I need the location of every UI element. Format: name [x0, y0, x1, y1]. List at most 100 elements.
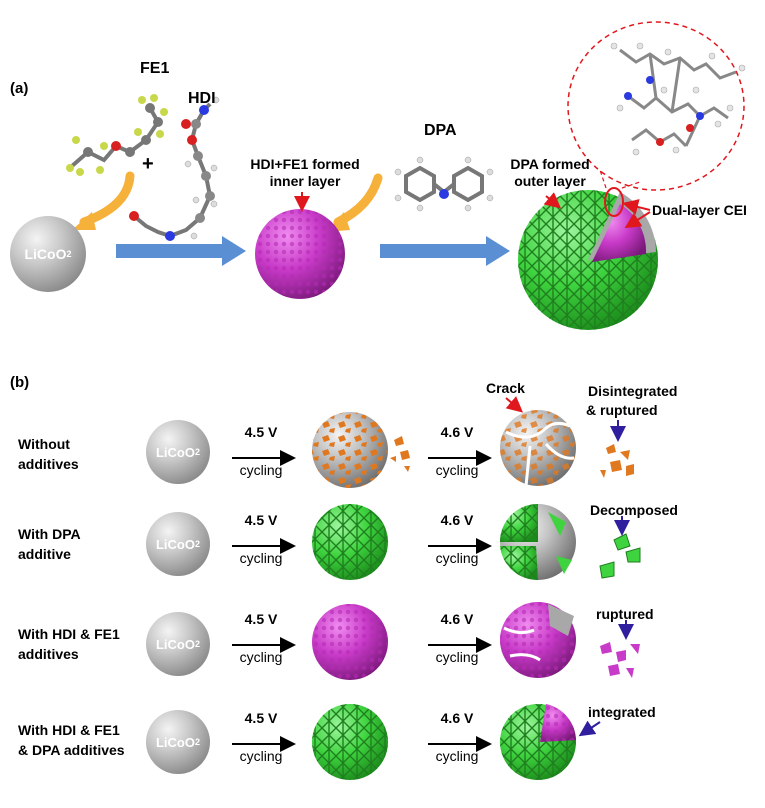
row2-cycling-2: cycling	[422, 550, 492, 566]
yellow-arrowhead-left	[72, 212, 96, 230]
blue-arrow-2	[380, 236, 510, 266]
zoom-callout-line-1	[599, 169, 607, 189]
row1-voltage-2: 4.6 V	[422, 424, 492, 440]
disintegrated-label: Disintegrated	[588, 383, 678, 399]
row1-label-line-2: additives	[18, 456, 79, 472]
row1-cracked-sphere	[500, 410, 576, 487]
row2-voltage-1: 4.5 V	[226, 512, 296, 528]
row3-ruptured-sphere	[500, 602, 576, 678]
row1-cycled-sphere	[312, 412, 388, 488]
licoo2-row4-label: LiCoO	[155, 734, 195, 750]
ruptured-label-row1: & ruptured	[586, 402, 658, 418]
row2-cycled-sphere	[312, 504, 388, 580]
row3-voltage-2: 4.6 V	[422, 611, 492, 627]
licoo2-subscript: 2	[66, 249, 72, 259]
decomposed-label: Decomposed	[590, 502, 678, 518]
licoo2-label: LiCoO	[24, 246, 67, 262]
licoo2-row4-sub: 2	[194, 737, 200, 747]
row4-voltage-1: 4.5 V	[226, 710, 296, 726]
row4-voltage-2: 4.6 V	[422, 710, 492, 726]
row3-cycling-2-text: cycling	[435, 649, 479, 665]
fe1-label: FE1	[140, 60, 170, 77]
row3-cycled-sphere	[312, 604, 388, 680]
row1-cycling-1-text: cycling	[239, 462, 283, 478]
outer-layer-pointer	[543, 192, 562, 209]
row4-cycling-1-text: cycling	[239, 748, 283, 764]
row2-decomposed-debris	[599, 533, 641, 579]
inner-layer-line-1: HDI+FE1 formed	[250, 156, 360, 172]
row2-voltage-1-value: 4.5 V	[244, 512, 278, 528]
row3-cycling-2: cycling	[422, 649, 492, 665]
row3-cycling-1-text: cycling	[239, 649, 283, 665]
hdi-molecule	[129, 96, 220, 241]
outer-layer-label: DPA formed outer layer	[504, 156, 596, 190]
outer-layer-line-2: outer layer	[514, 173, 586, 189]
row1-disintegrated-debris	[600, 444, 634, 478]
row1-cycling-2-text: cycling	[435, 462, 479, 478]
row4-cycled-sphere	[312, 704, 388, 780]
fe1-molecule	[66, 94, 168, 176]
row2-voltage-2-value: 4.6 V	[440, 512, 474, 528]
blue-arrow-1	[116, 236, 246, 266]
row3-voltage-1: 4.5 V	[226, 611, 296, 627]
zoom-callout	[567, 21, 745, 191]
dpa-label: DPA	[424, 122, 457, 139]
row4-cycling-2: cycling	[422, 748, 492, 764]
dpa-molecule	[394, 156, 494, 212]
inner-layer-line-2: inner layer	[269, 173, 341, 189]
crack-label: Crack	[486, 380, 525, 396]
integrated-pointer	[578, 720, 601, 737]
row2-cycling-1-text: cycling	[239, 550, 283, 566]
row4-voltage-2-value: 4.6 V	[440, 710, 474, 726]
row2-voltage-2: 4.6 V	[422, 512, 492, 528]
licoo2-row3-sub: 2	[194, 639, 200, 649]
row1-voltage-1-value: 4.5 V	[244, 424, 278, 440]
row1-label: Without additives	[18, 434, 79, 474]
row4-cycling-1: cycling	[226, 748, 296, 764]
row4-label-line-2: & DPA additives	[18, 742, 125, 758]
row3-label: With HDI & FE1 additives	[18, 624, 120, 664]
row3-voltage-2-value: 4.6 V	[440, 611, 474, 627]
panel-b-label: (b)	[10, 374, 30, 391]
row3-ruptured-debris	[600, 642, 640, 678]
row1-voltage-1: 4.5 V	[226, 424, 296, 440]
row4-voltage-1-value: 4.5 V	[244, 710, 278, 726]
dual-layer-label: Dual-layer CEI	[652, 202, 747, 218]
row1-cycling-2: cycling	[422, 462, 492, 478]
row3-label-line-2: additives	[18, 646, 79, 662]
row2-cycling-2-text: cycling	[435, 550, 479, 566]
dual-layer-pointer-2	[624, 211, 651, 229]
licoo2-row1-sub: 2	[194, 447, 200, 457]
licoo2-row3-label: LiCoO	[155, 636, 195, 652]
inner-layer-sphere	[255, 209, 345, 299]
inner-layer-label: HDI+FE1 formed inner layer	[240, 156, 370, 190]
row1-cycling-1: cycling	[226, 462, 296, 478]
plus-sign: +	[142, 153, 154, 175]
row4-label-line-1: With HDI & FE1	[18, 722, 120, 738]
row4-integrated-sphere	[500, 704, 576, 780]
dual-layer-molecule	[619, 48, 737, 148]
zoom-callout-line-2	[621, 181, 641, 189]
hdi-label: HDI	[188, 90, 216, 107]
row4-label: With HDI & FE1 & DPA additives	[18, 720, 125, 760]
row4-cycling-2-text: cycling	[435, 748, 479, 764]
licoo2-row2-label: LiCoO	[155, 536, 195, 552]
panel-a-label: (a)	[10, 80, 29, 97]
row2-cycling-1: cycling	[226, 550, 296, 566]
row2-label-line-2: additive	[18, 546, 71, 562]
crack-pointer	[505, 396, 524, 413]
row1-debris	[390, 436, 410, 472]
outer-layer-line-1: DPA formed	[510, 156, 590, 172]
dual-layer-sphere	[518, 190, 658, 330]
licoo2-row1-label: LiCoO	[155, 444, 195, 460]
row2-decomposed-sphere	[500, 504, 576, 581]
row3-cycling-1: cycling	[226, 649, 296, 665]
row3-label-line-1: With HDI & FE1	[18, 626, 120, 642]
row2-label: With DPA additive	[18, 524, 81, 564]
